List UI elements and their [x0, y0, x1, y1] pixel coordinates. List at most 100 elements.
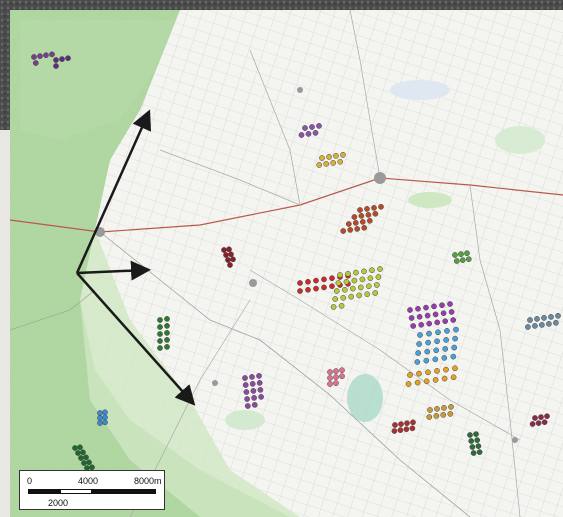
scale-bar: 0 4000 8000m 2000	[19, 470, 165, 510]
turbine-marker	[452, 365, 458, 372]
turbine-marker	[316, 162, 323, 168]
scale-segment-2	[60, 489, 92, 494]
turbine-marker	[72, 445, 78, 451]
turbine-marker	[538, 414, 544, 420]
turbine-marker	[468, 438, 475, 444]
turbine-cluster[interactable]	[221, 246, 236, 268]
turbine-marker	[427, 407, 433, 413]
turbine-cluster[interactable]	[407, 301, 457, 329]
turbine-marker	[441, 375, 448, 382]
turbine-marker	[391, 428, 398, 434]
turbine-marker	[249, 374, 255, 380]
turbine-marker	[442, 318, 449, 325]
turbine-cluster[interactable]	[340, 203, 384, 234]
turbine-marker	[225, 257, 231, 263]
sightline-arrows	[75, 109, 196, 406]
turbine-marker	[97, 420, 103, 426]
turbine-marker	[544, 413, 550, 420]
turbine-cluster[interactable]	[529, 413, 550, 427]
turbine-marker	[244, 396, 250, 402]
turbine-marker	[453, 258, 460, 264]
turbine-marker	[361, 268, 367, 275]
turbine-marker	[465, 256, 472, 263]
turbine-marker	[529, 421, 536, 427]
turbine-marker	[432, 377, 439, 383]
turbine-cluster[interactable]	[53, 55, 71, 69]
turbine-marker	[102, 419, 108, 426]
turbine-marker	[347, 227, 354, 233]
turbine-marker	[534, 316, 540, 322]
turbine-marker	[397, 427, 404, 433]
turbine-marker	[539, 322, 545, 328]
turbine-marker	[474, 437, 481, 443]
turbine-marker	[228, 251, 234, 258]
turbine-marker	[372, 290, 379, 296]
turbine-marker	[426, 320, 433, 327]
turbine-cluster[interactable]	[452, 250, 472, 264]
turbine-marker	[340, 228, 347, 234]
turbine-marker	[434, 368, 440, 374]
turbine-marker	[426, 330, 432, 337]
turbine-marker	[459, 257, 466, 263]
turbine-marker	[345, 221, 352, 227]
turbine-cluster[interactable]	[72, 444, 95, 471]
turbine-marker	[83, 454, 89, 461]
turbine-marker	[423, 357, 430, 364]
turbine-cluster[interactable]	[414, 326, 459, 365]
turbine-marker	[357, 207, 363, 213]
turbine-cluster[interactable]	[426, 404, 454, 420]
turbine-marker	[243, 389, 250, 395]
turbine-marker	[366, 217, 373, 224]
turbine-marker	[452, 335, 458, 342]
turbine-marker	[377, 266, 383, 272]
turbine-cluster[interactable]	[467, 431, 483, 456]
turbine-marker	[441, 355, 448, 361]
turbine-cluster[interactable]	[405, 365, 458, 387]
turbine-marker	[157, 345, 163, 351]
turbine-cluster[interactable]	[330, 266, 383, 310]
arrow-north	[75, 109, 152, 274]
turbine-marker	[541, 315, 547, 321]
turbine-marker	[532, 323, 538, 329]
turbine-cluster[interactable]	[242, 373, 264, 409]
turbine-marker	[97, 415, 103, 421]
turbine-marker	[364, 206, 370, 212]
arrow-southeast	[76, 272, 196, 406]
turbine-cluster[interactable]	[298, 123, 322, 138]
turbine-marker	[476, 449, 483, 455]
turbine-cluster[interactable]	[327, 367, 345, 387]
turbine-cluster[interactable]	[391, 419, 416, 434]
turbine-marker	[340, 294, 347, 301]
turbine-marker	[256, 373, 262, 379]
turbine-marker	[305, 131, 312, 137]
turbine-marker	[338, 302, 345, 309]
turbine-marker	[365, 283, 372, 290]
turbine-marker	[330, 160, 337, 166]
turbine-marker	[398, 421, 404, 427]
turbine-marker	[316, 123, 322, 129]
turbine-marker	[313, 277, 319, 284]
turbine-marker	[89, 464, 95, 471]
turbine-marker	[250, 388, 257, 394]
turbine-marker	[226, 246, 232, 253]
turbine-cluster[interactable]	[316, 151, 346, 168]
turbine-marker	[230, 256, 236, 263]
turbine-marker	[37, 53, 43, 59]
turbine-marker	[348, 293, 355, 300]
turbine-marker	[448, 309, 455, 315]
turbine-marker	[339, 373, 345, 380]
turbine-marker	[434, 406, 440, 412]
turbine-marker	[297, 280, 303, 286]
turbine-cluster[interactable]	[31, 51, 55, 66]
turbine-cluster[interactable]	[157, 316, 170, 351]
turbine-marker	[157, 317, 163, 323]
turbine-marker	[164, 337, 170, 343]
turbine-marker	[416, 341, 422, 347]
turbine-marker	[434, 338, 440, 345]
turbine-marker	[431, 303, 437, 310]
turbine-marker	[527, 317, 533, 323]
turbine-cluster[interactable]	[97, 409, 108, 426]
turbine-cluster[interactable]	[525, 312, 561, 330]
turbine-marker	[450, 353, 457, 360]
